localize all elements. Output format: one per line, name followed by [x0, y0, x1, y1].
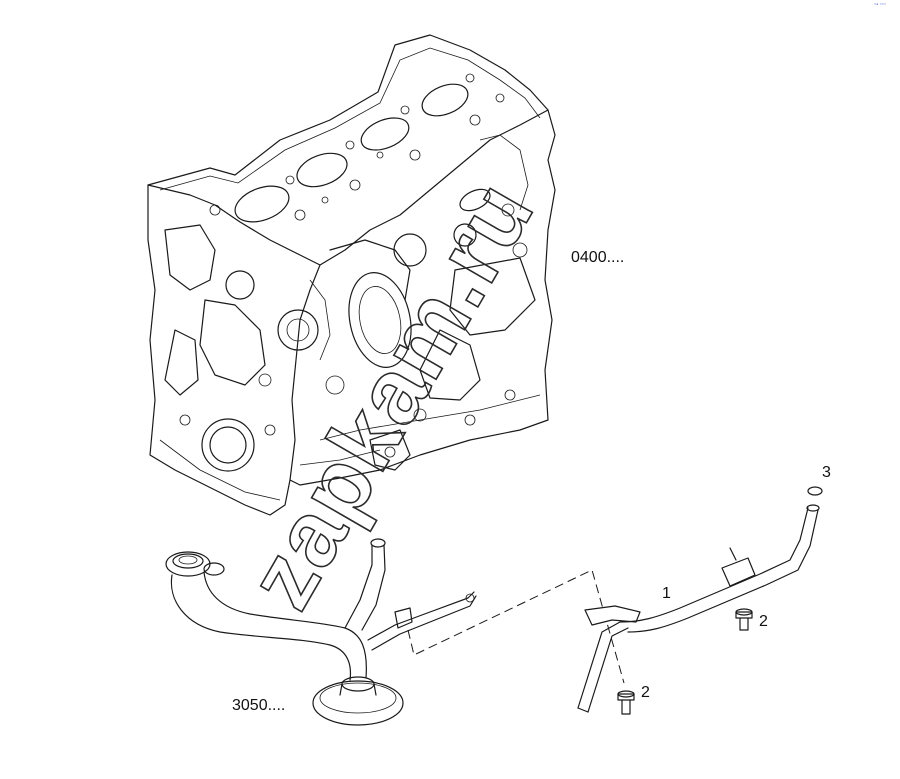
o-ring [807, 486, 823, 496]
oil-pump-strainer [165, 538, 477, 726]
screw-lower [617, 690, 635, 715]
oil-pipe [577, 504, 820, 713]
screw-upper [735, 608, 753, 631]
corner-mark: ᵔᵃ ᵔᵔᵔ [874, 3, 886, 9]
callout-block-ref: 0400.... [571, 249, 624, 266]
callout-pump-ref: 3050.... [232, 697, 285, 714]
callout-pipe: 1 [662, 585, 671, 602]
callout-screw-upper: 2 [759, 613, 768, 630]
assembly-leader-line [407, 569, 625, 684]
callout-screw-lower: 2 [641, 684, 650, 701]
callout-oring: 3 [822, 464, 831, 481]
engine-block [147, 34, 556, 516]
